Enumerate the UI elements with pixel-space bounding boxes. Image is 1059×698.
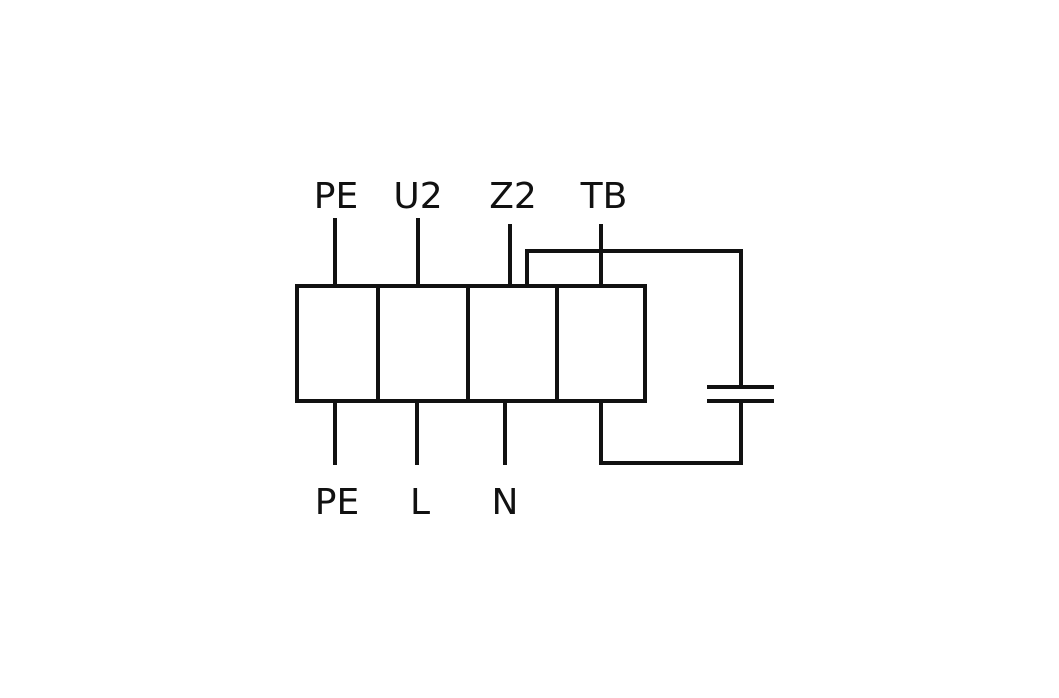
label-top-tb: TB <box>580 176 628 217</box>
label-bottom-n: N <box>492 482 519 523</box>
label-bottom-pe: PE <box>315 482 359 523</box>
label-top-pe: PE <box>314 176 358 217</box>
capacitor-wire-top <box>525 249 743 389</box>
terminal-block <box>295 284 647 403</box>
label-top-u2: U2 <box>393 176 442 217</box>
capacitor-wire-bottom <box>599 399 743 465</box>
label-bottom-l: L <box>410 482 430 523</box>
label-top-z2: Z2 <box>489 176 537 217</box>
